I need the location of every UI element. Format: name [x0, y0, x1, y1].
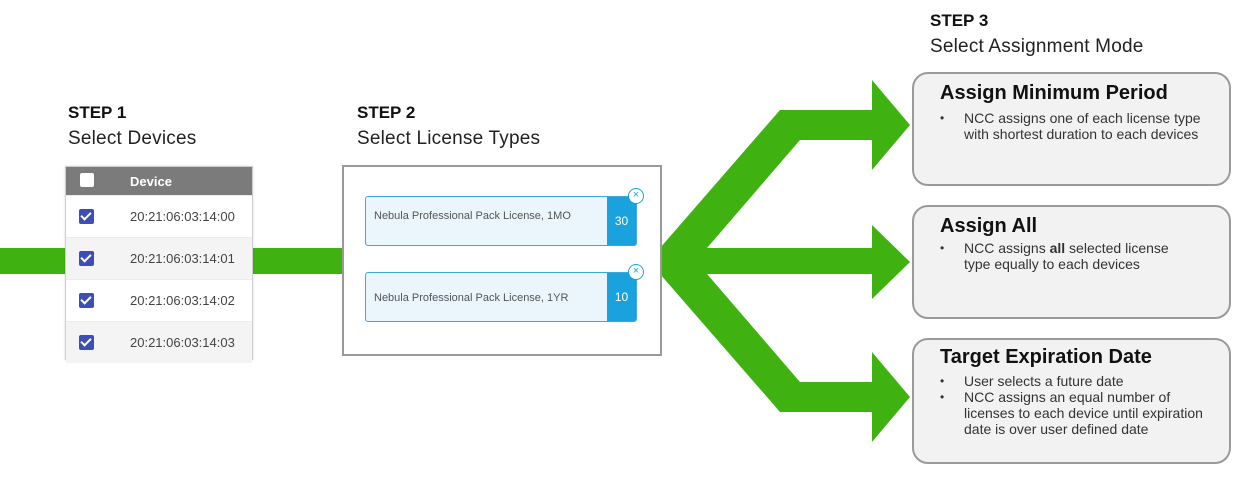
mode-title: Assign Minimum Period — [940, 82, 1168, 104]
remove-icon[interactable]: × — [628, 188, 644, 204]
license-panel: Nebula Professional Pack License, 1MO 30… — [342, 165, 662, 356]
device-column-header: Device — [130, 174, 172, 189]
checkbox-checked[interactable] — [79, 335, 94, 350]
branch-arrow-middle — [680, 225, 910, 299]
license-name: Nebula Professional Pack License, 1MO — [374, 210, 571, 222]
license-card[interactable]: Nebula Professional Pack License, 1YR 10… — [365, 264, 644, 322]
mode-bullets: User selects a future date NCC assigns a… — [938, 373, 1214, 437]
device-table: Device 20:21:06:03:14:00 20:21:06:03:14:… — [65, 166, 253, 363]
table-row[interactable]: 20:21:06:03:14:00 — [66, 195, 252, 237]
license-quantity: 10 — [607, 273, 636, 321]
device-mac: 20:21:06:03:14:03 — [130, 335, 235, 350]
checkbox-checked[interactable] — [79, 209, 94, 224]
checkbox-checked[interactable] — [79, 251, 94, 266]
device-mac: 20:21:06:03:14:02 — [130, 293, 235, 308]
bullet-text: NCC assigns — [964, 240, 1050, 256]
select-all-checkbox[interactable] — [80, 173, 94, 187]
mode-bullet: User selects a future date — [940, 373, 1214, 389]
remove-icon[interactable]: × — [628, 264, 644, 280]
bullet-bold: all — [1049, 240, 1066, 256]
table-row[interactable]: 20:21:06:03:14:02 — [66, 279, 252, 321]
mode-bullet: NCC assigns one of each license type wit… — [940, 110, 1214, 142]
mode-assign-all: Assign All NCC assigns all selected lice… — [912, 205, 1231, 319]
mode-assign-minimum-period: Assign Minimum Period NCC assigns one of… — [912, 72, 1231, 186]
branch-arrow-top — [660, 80, 910, 262]
device-mac: 20:21:06:03:14:01 — [130, 251, 235, 266]
mode-title: Assign All — [940, 215, 1038, 237]
step3-title: STEP 3 — [930, 11, 989, 30]
mode-bullet: NCC assigns all selected license type eq… — [940, 240, 1184, 272]
license-name: Nebula Professional Pack License, 1YR — [374, 292, 569, 304]
table-row[interactable]: 20:21:06:03:14:03 — [66, 321, 252, 363]
step1-title: STEP 1 — [68, 103, 127, 122]
license-quantity: 30 — [607, 197, 636, 245]
step3-subtitle: Select Assignment Mode — [930, 36, 1144, 57]
device-table-header: Device — [66, 167, 252, 195]
table-row[interactable]: 20:21:06:03:14:01 — [66, 237, 252, 279]
license-card[interactable]: Nebula Professional Pack License, 1MO 30… — [365, 188, 644, 246]
step2-subtitle: Select License Types — [357, 128, 541, 149]
step1-subtitle: Select Devices — [68, 128, 197, 149]
branch-arrow-bottom — [660, 260, 910, 442]
mode-bullets: NCC assigns one of each license type wit… — [938, 110, 1214, 142]
checkbox-checked[interactable] — [79, 293, 94, 308]
device-mac: 20:21:06:03:14:00 — [130, 209, 235, 224]
step2-title: STEP 2 — [357, 103, 416, 122]
mode-title: Target Expiration Date — [940, 346, 1152, 368]
mode-bullet: NCC assigns an equal number of licenses … — [940, 389, 1214, 437]
bullet-text: selected license type equally to each de… — [964, 240, 1169, 272]
mode-target-expiration-date: Target Expiration Date User selects a fu… — [912, 338, 1231, 464]
mode-bullets: NCC assigns all selected license type eq… — [938, 240, 1184, 272]
